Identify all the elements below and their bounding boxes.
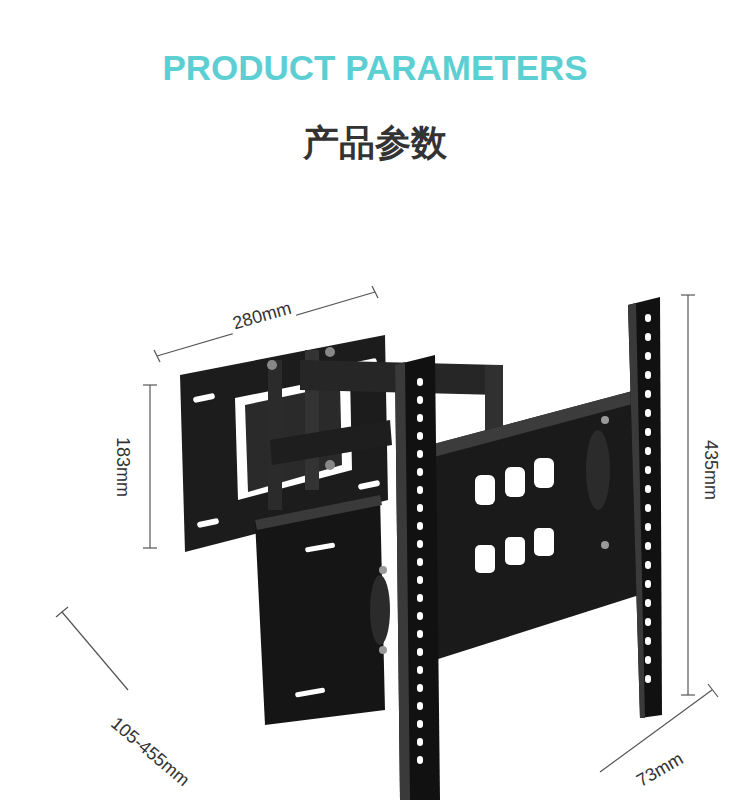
rail-hole: [645, 466, 651, 474]
rail-hole: [645, 637, 651, 645]
rail-hole: [417, 378, 423, 386]
dimension-label: 73mm: [630, 747, 689, 793]
subtitle: 产品参数: [300, 119, 450, 168]
rail-hole: [417, 666, 423, 674]
rail-hole: [417, 612, 423, 620]
rail-hole: [645, 390, 651, 398]
rail-hole: [645, 580, 651, 588]
rail-hole: [645, 656, 651, 664]
rail-hole: [645, 485, 651, 493]
rail-hole: [417, 558, 423, 566]
dimension-label: 105-455mm: [104, 711, 196, 793]
rail-hole: [645, 599, 651, 607]
rail-hole: [645, 618, 651, 626]
rail-hole: [417, 432, 423, 440]
dimension-label: 280mm: [227, 297, 296, 335]
rail-hole: [417, 414, 423, 422]
rail-hole: [645, 561, 651, 569]
rail-hole: [417, 486, 423, 494]
rail-hole: [417, 594, 423, 602]
rail-hole: [645, 352, 651, 360]
rail-hole: [417, 702, 423, 710]
rail-hole: [645, 314, 651, 322]
rail-hole: [417, 540, 423, 548]
rail-hole: [645, 409, 651, 417]
rail-hole: [417, 720, 423, 728]
rail-hole: [417, 684, 423, 692]
rail-hole: [417, 522, 423, 530]
rail-hole: [417, 738, 423, 746]
rail-hole: [645, 333, 651, 341]
rail-hole: [645, 542, 651, 550]
rail-hole: [417, 576, 423, 584]
dimension-label: 183mm: [112, 434, 133, 500]
dimension-label: 435mm: [700, 437, 721, 503]
rail-hole: [645, 523, 651, 531]
rail-hole: [417, 648, 423, 656]
rail-hole: [645, 675, 651, 683]
rail-hole: [645, 371, 651, 379]
rail-hole: [417, 396, 423, 404]
rail-hole: [417, 450, 423, 458]
rail-hole: [417, 630, 423, 638]
rail-hole: [417, 756, 423, 764]
title: PRODUCT PARAMETERS: [162, 48, 587, 88]
rail-hole: [417, 504, 423, 512]
rail-hole: [645, 428, 651, 436]
rail-hole: [417, 468, 423, 476]
rail-hole: [645, 447, 651, 455]
rail-hole: [645, 504, 651, 512]
